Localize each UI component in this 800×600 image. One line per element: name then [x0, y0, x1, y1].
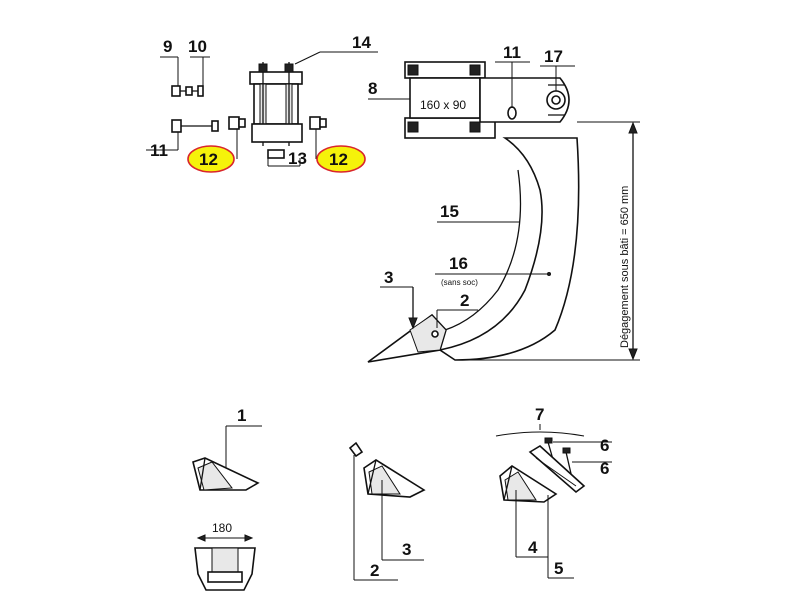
label-3-bottom: 3: [402, 540, 411, 559]
label-5: 5: [554, 559, 563, 578]
wear-strip: [444, 169, 522, 331]
label-6-top: 6: [600, 436, 609, 455]
width-bracket: [194, 534, 256, 591]
label-3-main: 3: [384, 268, 393, 287]
bushing-right: [309, 116, 327, 130]
label-11-right: 11: [503, 43, 521, 62]
hole-11: [507, 106, 517, 120]
label-8: 8: [368, 79, 377, 98]
part-4-7-group: 7 6 6 4 5: [495, 405, 612, 579]
fixings-group: 9 10 11 12: [146, 33, 378, 173]
label-4: 4: [528, 538, 538, 557]
label-1: 1: [237, 406, 246, 425]
part-1-group: 1 180: [192, 406, 262, 591]
label-14: 14: [352, 33, 371, 52]
small-point-2: [348, 441, 364, 458]
clearance-label: Dégagement sous bâti = 650 mm: [619, 186, 631, 348]
part-2-3-group: 2 3: [348, 441, 426, 581]
label-2-bottom: 2: [370, 561, 379, 580]
label-10: 10: [188, 37, 207, 56]
label-9: 9: [163, 37, 172, 56]
label-12-right: 12: [329, 150, 348, 169]
label-2-main: 2: [460, 291, 469, 310]
highlight-12-right: [316, 145, 366, 173]
leader-14: [294, 51, 321, 65]
main-tine-group: 160 x 90 8 11 17 15 16 (sans soc) 3 2: [367, 43, 640, 363]
wing-5: [528, 445, 586, 494]
long-bolt: [171, 119, 219, 133]
label-11-left: 11: [150, 141, 168, 160]
section-label: 160 x 90: [420, 98, 466, 112]
label-6-bottom: 6: [600, 459, 609, 478]
small-bolt: [171, 85, 204, 97]
highlight-12-left: [187, 145, 235, 173]
label-12-left: 12: [199, 150, 218, 169]
sans-soc-note: (sans soc): [441, 278, 478, 287]
label-17: 17: [544, 47, 563, 66]
tine-shank: [437, 137, 580, 361]
label-15: 15: [440, 202, 459, 221]
small-block-13: [267, 149, 301, 167]
label-7: 7: [535, 405, 544, 424]
bushing-left: [228, 116, 246, 130]
brace-7: [495, 431, 585, 437]
label-16: 16: [449, 254, 468, 273]
mounting-bracket: [404, 61, 570, 139]
clamp-assembly: [249, 62, 303, 146]
width-label: 180: [212, 521, 232, 535]
label-13: 13: [288, 149, 307, 168]
